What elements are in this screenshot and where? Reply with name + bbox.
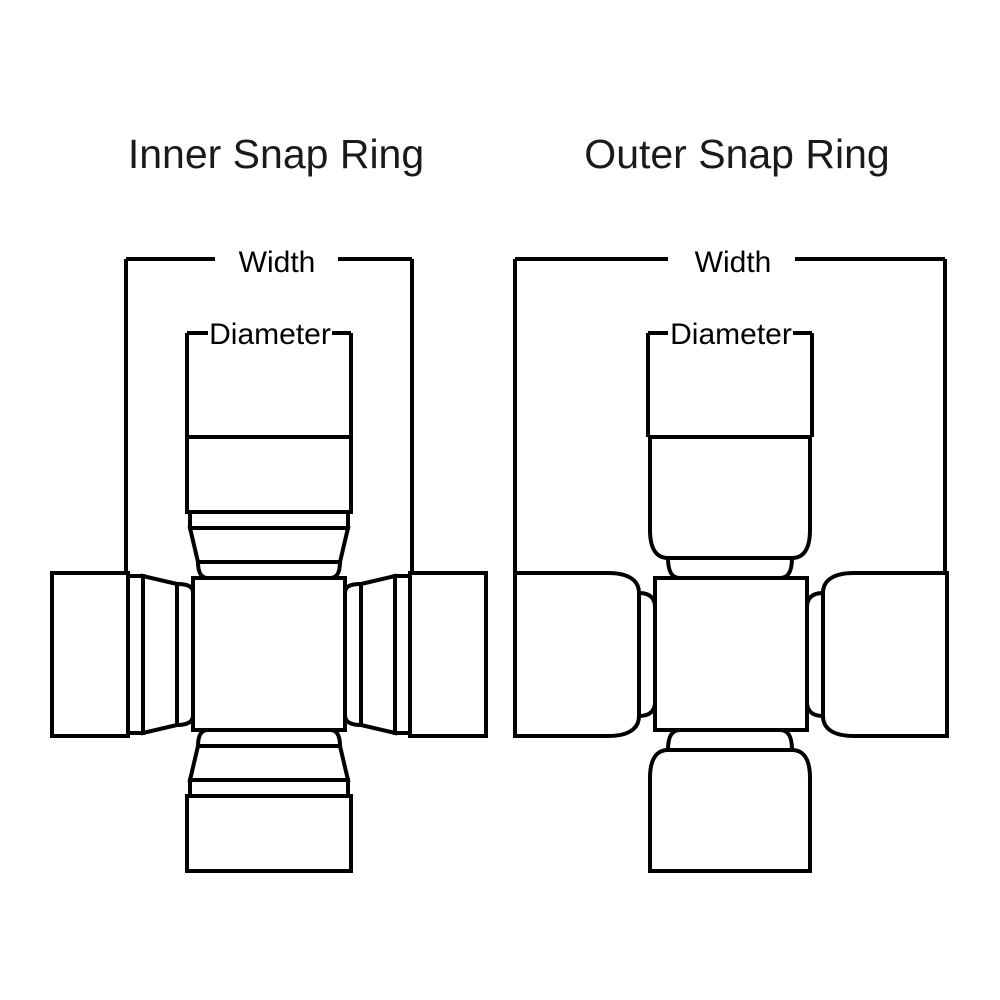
inner-right-shoulder-taper [359,573,397,736]
outer-cross-body [653,576,809,732]
inner-diameter-label: Diameter [209,318,331,351]
inner-bottom-shoulder-taper [187,744,351,782]
outer-diameter-dimension: Diameter [646,318,814,437]
inner-top-snap-ring-band [188,510,350,530]
inner-width-label: Width [239,246,316,279]
inner-top-shoulder-taper [187,526,351,564]
inner-panel-title: Inner Snap Ring [128,131,424,177]
outer-diameter-label: Diameter [670,318,792,351]
outer-bottom-arm [648,728,812,873]
outer-top-neck [665,556,795,580]
outer-left-arm [513,571,657,738]
outer-width-dimension: Width [513,246,947,580]
inner-right-bearing-cap [408,571,488,738]
inner-left-neck [175,581,195,728]
inner-top-arm [185,435,353,580]
outer-left-neck [637,590,657,719]
outer-width-label: Width [695,246,772,279]
outer-right-arm [805,571,949,738]
inner-right-snap-ring-band [393,574,412,735]
outer-bottom-neck [665,728,795,752]
inner-left-arm [50,571,195,738]
inner-bottom-bearing-cap [185,794,353,873]
outer-top-bearing-cap [648,435,812,560]
outer-panel-title: Outer Snap Ring [584,131,889,177]
inner-bottom-snap-ring-band [188,778,350,798]
inner-left-bearing-cap [50,571,130,738]
inner-cross-body [191,576,347,732]
inner-right-arm [343,571,488,738]
inner-diameter-dimension: Diameter [185,318,353,437]
outer-right-bearing-cap [821,571,949,738]
inner-bottom-arm [185,728,353,873]
inner-right-neck [343,581,363,728]
inner-width-dimension: Width [124,246,414,580]
inner-left-snap-ring-band [126,574,145,735]
panel-outer-snap-ring: Outer Snap Ring Width Diameter [513,131,949,873]
outer-top-arm [648,435,812,580]
panel-inner-snap-ring: Inner Snap Ring Width Diameter [50,131,488,873]
outer-bottom-bearing-cap [648,748,812,873]
outer-left-bearing-cap [513,571,641,738]
inner-top-bearing-cap [185,435,353,514]
inner-top-neck [195,560,343,580]
outer-right-neck [805,590,825,719]
inner-left-shoulder-taper [141,573,179,736]
inner-bottom-neck [195,728,343,748]
